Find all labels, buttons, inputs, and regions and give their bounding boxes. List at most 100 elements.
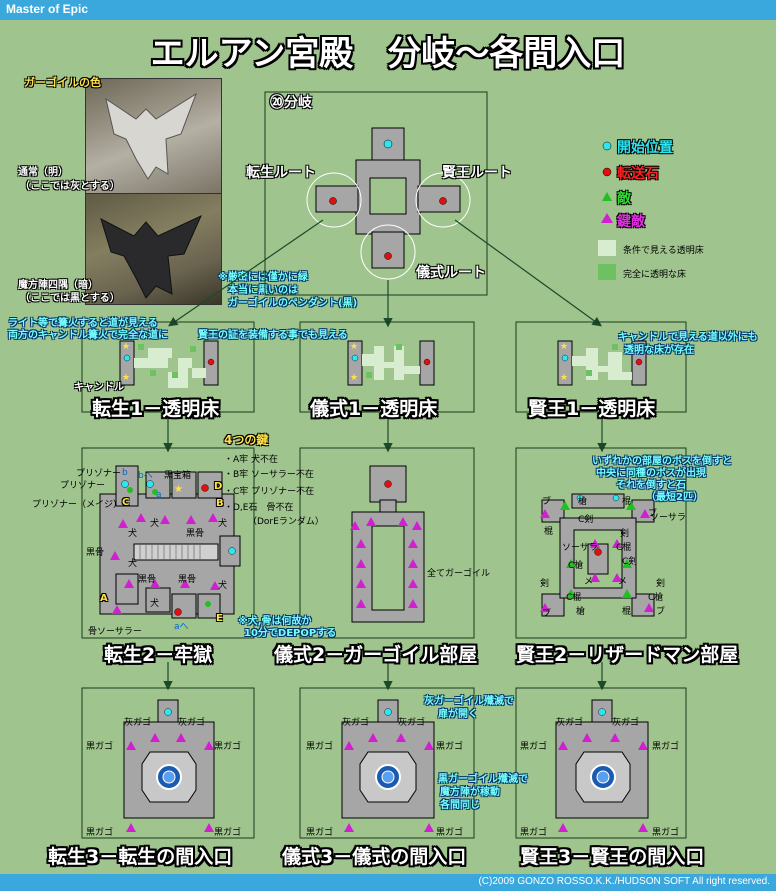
kenou-route-label: 賢王ルート [442, 165, 512, 181]
letter-d: D [214, 481, 223, 492]
gray-note-1: 灰ガーゴイル殲滅で [424, 696, 514, 707]
g3-black-garg-1: 黒ガゴ [306, 742, 334, 752]
gargoyle-note-1: ※厳密には僅かに緑 [218, 272, 308, 283]
gargoyle-light-note: （ここでは灰とする） [20, 181, 120, 192]
key-de-note: （DorEランダム） [248, 517, 324, 527]
t3-black-garg-3: 黒ガゴ [86, 828, 114, 838]
kenou1-title: 賢王1－透明床 [528, 398, 656, 420]
legend-start: 開始位置 [617, 140, 673, 156]
dog-label-1: 犬 [150, 519, 160, 529]
gargoyle-note-3: ガーゴイルのペンダント(黒) [218, 298, 358, 309]
candle-label: キャンドル [74, 382, 124, 393]
gishiki-route-label: 儀式ルート [416, 265, 486, 281]
black-note-1: 黒ガーゴイル殲滅で [438, 774, 528, 785]
black-note-3: 各間同じ [440, 800, 480, 811]
page-title: エルアン宮殿 分岐～各間入口 [150, 34, 626, 74]
kenou-bu-1: ブ [542, 497, 552, 507]
tensei1-title: 転生1－透明床 [92, 398, 220, 420]
svg-text:★: ★ [174, 484, 183, 495]
gargoyle-light-label: 通常（明） [18, 167, 68, 178]
branch-frame [264, 91, 488, 296]
boss-note-2: 中央に同種のボスが出現 [596, 468, 706, 479]
tensei2-map [99, 465, 241, 619]
keys-heading: 4つの鍵 [224, 433, 269, 447]
kenou-c-sword-2: C剣 [622, 557, 638, 567]
key-b: ・B牢 ソーサラー不在 [224, 470, 314, 480]
branch-teleport-right [439, 197, 447, 205]
kenou-bu-4: ブ [656, 607, 666, 617]
g3-gray-garg-1: 灰ガゴ [342, 718, 370, 728]
svg-text:★: ★ [350, 342, 358, 352]
kenou-spear-1: 槍 [578, 497, 588, 507]
note-light-2: 両方のキャンドル篝火で完全な道に [8, 330, 168, 341]
note-candle-1: キャンドルで見える道以外にも [618, 332, 758, 343]
boss-note-3: それを倒すと石 [616, 480, 686, 491]
svg-text:★: ★ [122, 342, 130, 352]
row1-frames [81, 321, 687, 413]
kenou-sword-2: 剣 [540, 579, 550, 589]
letter-e: E [216, 613, 223, 624]
k3-black-garg-2: 黒ガゴ [652, 742, 680, 752]
legend-key-enemy: 鍵敵 [617, 214, 645, 230]
k3-black-garg-3: 黒ガゴ [520, 828, 548, 838]
tensei3-title: 転生3－転生の間入口 [48, 846, 233, 868]
legend-transparent-floor: 完全に透明な床 [623, 270, 687, 280]
dog-label-3: 犬 [218, 519, 228, 529]
tensei-route-label: 転生ルート [246, 165, 316, 181]
gargoyle-light-figure [105, 92, 197, 180]
bone-sorcerer-label: 骨ソーサラー [88, 627, 142, 637]
kenou-spear-2: 槍 [576, 607, 586, 617]
route-arrows [163, 219, 607, 691]
row3-rooms [123, 699, 649, 832]
respawn-note-1: ※犬,骨は何故か [238, 616, 312, 627]
gargoyle-dark-label: 魔方陣四隅（暗） [18, 280, 98, 291]
svg-text:★: ★ [122, 373, 130, 383]
kenou2-map [541, 493, 655, 617]
branch-map [306, 127, 471, 280]
note-candle-2: 透明な床が存在 [624, 345, 694, 356]
kenou-c-spear-1: C槍 [568, 561, 584, 571]
prisoner-label-2: プリゾナー [60, 481, 106, 491]
black-note-2: 魔方陣が稼動 [440, 787, 500, 798]
svg-text:★: ★ [560, 342, 568, 352]
b-he-label: bへ [138, 471, 153, 481]
legend-markers [598, 141, 616, 280]
prisoner-mage-label: プリゾナー（メイジ） [32, 500, 123, 510]
gishiki1-title: 儀式1－透明床 [310, 398, 438, 420]
t3-gray-garg-2: 灰ガゴ [178, 718, 206, 728]
kenou-me-1: メ [584, 577, 594, 587]
kenou3-title: 賢王3－賢王の間入口 [520, 846, 705, 868]
branch-label: ⑳分岐 [270, 95, 312, 111]
t3-black-garg-2: 黒ガゴ [214, 742, 242, 752]
gishiki3-title: 儀式3－儀式の間入口 [282, 846, 467, 868]
kenou-c-staff-2: C棍 [566, 593, 582, 603]
legend-conditional-floor: 条件で見える透明床 [623, 246, 704, 256]
svg-text:★: ★ [350, 373, 358, 383]
kenou1-map: ★ ★ [557, 340, 647, 386]
letter-a: A [100, 593, 108, 604]
kenou-sword-1: 剣 [620, 529, 630, 539]
app-name: Master of Epic [6, 2, 89, 16]
respawn-note-2: 10分でDEPOPする [244, 628, 337, 639]
tensei2-markers: ★ [110, 480, 236, 616]
note-proof: 賢王の証を装備する事でも見える [198, 330, 348, 341]
gishiki1-map: ★ ★ [347, 340, 435, 386]
gargoyle-color-heading: ガーゴイルの色 [24, 76, 101, 89]
all-gargoyle-label: 全てガーゴイル [427, 569, 491, 579]
gargoyle-dark-note: （ここでは黒とする） [20, 293, 120, 304]
gargoyle-note-2: 本当に黒いのは [218, 285, 298, 296]
a-he-label: aへ [174, 622, 189, 632]
black-bone-3: 黒骨 [138, 575, 157, 585]
key-c: ・C牢 プリゾナー不在 [224, 487, 315, 497]
a-small-label: a [156, 490, 162, 500]
letter-c: C [122, 497, 130, 508]
t3-black-garg-4: 黒ガゴ [214, 828, 242, 838]
gray-note-2: 扉が開く [438, 709, 478, 720]
kenou-c-sword-1: C剣 [578, 515, 594, 525]
tensei1-map: ★ ★ [119, 340, 219, 388]
gargoyle-dark-figure [100, 214, 203, 299]
t3-gray-garg-1: 灰ガゴ [124, 718, 152, 728]
kenou-sorcerer: ソーサラ [650, 513, 686, 523]
g3-gray-garg-2: 灰ガゴ [398, 718, 426, 728]
